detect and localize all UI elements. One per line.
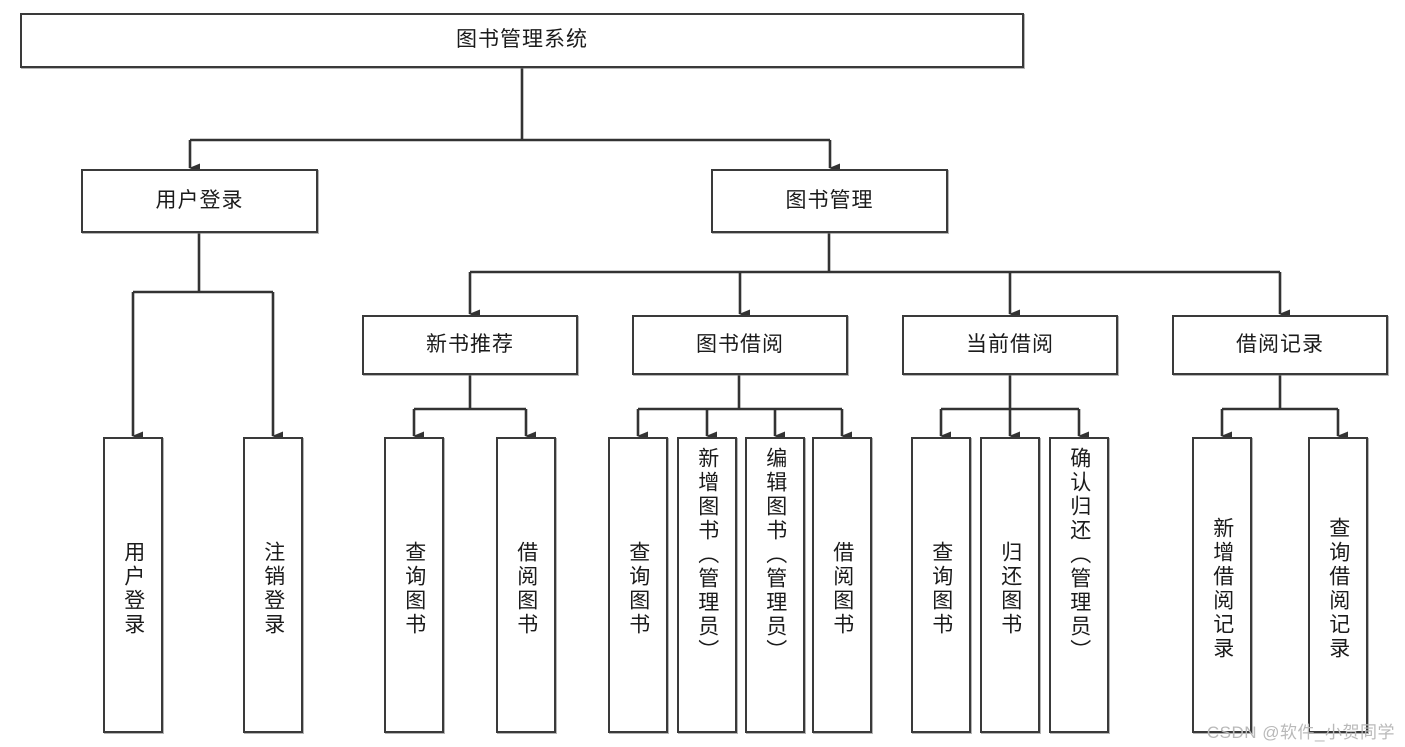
- leaf-return-book[interactable]: 归还图书: [980, 437, 1040, 733]
- leaf-new-book-borrow[interactable]: 借阅图书: [496, 437, 556, 733]
- leaf-confirm-return-admin[interactable]: 确认归还（管理员）: [1049, 437, 1109, 733]
- node-book-borrow-label: 图书借阅: [696, 332, 784, 356]
- leaf-user-login-label: 用户登录: [121, 541, 145, 637]
- leaf-user-login[interactable]: 用户登录: [103, 437, 163, 733]
- leaf-logout[interactable]: 注销登录: [243, 437, 303, 733]
- leaf-new-book-query-label: 查询图书: [402, 541, 426, 637]
- node-new-book-recommend-label: 新书推荐: [426, 332, 514, 356]
- node-borrow-record-label: 借阅记录: [1236, 332, 1324, 356]
- leaf-return-book-label: 归还图书: [998, 541, 1022, 637]
- node-book-management[interactable]: 图书管理: [711, 169, 948, 233]
- node-new-book-recommend[interactable]: 新书推荐: [362, 315, 578, 375]
- leaf-new-book-query[interactable]: 查询图书: [384, 437, 444, 733]
- leaf-query-borrow-record-label: 查询借阅记录: [1326, 517, 1350, 661]
- node-book-management-label: 图书管理: [785, 188, 874, 212]
- leaf-add-borrow-record[interactable]: 新增借阅记录: [1192, 437, 1252, 733]
- leaf-borrow-query-book[interactable]: 查询图书: [608, 437, 668, 733]
- node-current-borrow-label: 当前借阅: [966, 332, 1054, 356]
- node-user-login[interactable]: 用户登录: [81, 169, 318, 233]
- leaf-current-query-book-label: 查询图书: [929, 541, 953, 637]
- watermark: CSDN @软件_小贺同学: [1206, 723, 1395, 742]
- leaf-logout-label: 注销登录: [261, 541, 285, 637]
- leaf-new-book-borrow-label: 借阅图书: [514, 541, 538, 637]
- leaf-borrow-query-book-label: 查询图书: [626, 541, 650, 637]
- node-root[interactable]: 图书管理系统: [20, 13, 1024, 68]
- leaf-current-query-book[interactable]: 查询图书: [911, 437, 971, 733]
- node-user-login-label: 用户登录: [155, 188, 244, 212]
- leaf-add-book-admin[interactable]: 新增图书（管理员）: [677, 437, 737, 733]
- node-root-label: 图书管理系统: [456, 28, 588, 52]
- leaf-query-borrow-record[interactable]: 查询借阅记录: [1308, 437, 1368, 733]
- leaf-edit-book-admin-label: 编辑图书（管理员）: [763, 447, 787, 663]
- leaf-confirm-return-admin-label: 确认归还（管理员）: [1067, 447, 1091, 663]
- node-current-borrow[interactable]: 当前借阅: [902, 315, 1118, 375]
- leaf-edit-book-admin[interactable]: 编辑图书（管理员）: [745, 437, 805, 733]
- node-book-borrow[interactable]: 图书借阅: [632, 315, 848, 375]
- leaf-add-borrow-record-label: 新增借阅记录: [1210, 517, 1234, 661]
- leaf-borrow-book-label: 借阅图书: [830, 541, 854, 637]
- leaf-add-book-admin-label: 新增图书（管理员）: [695, 447, 719, 663]
- leaf-borrow-book[interactable]: 借阅图书: [812, 437, 872, 733]
- node-borrow-record[interactable]: 借阅记录: [1172, 315, 1388, 375]
